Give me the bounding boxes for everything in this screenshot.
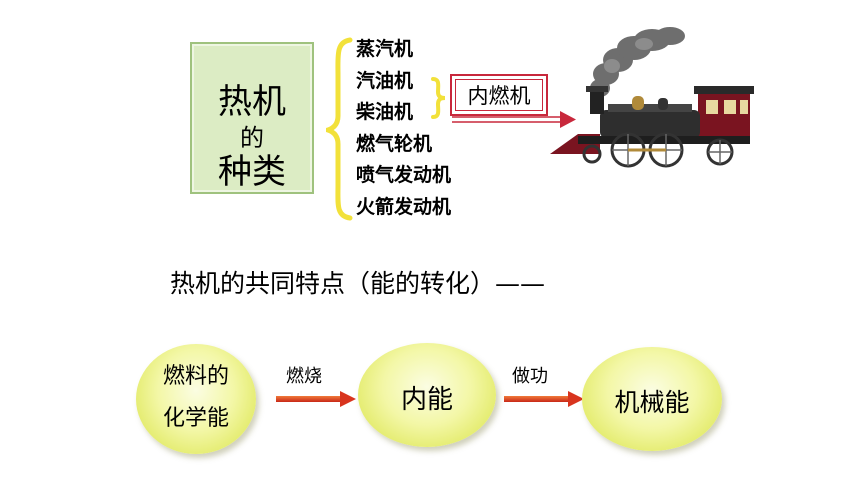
engine-type-item: 柴油机: [356, 101, 414, 123]
left-brace-icon: [326, 37, 353, 221]
title-line-2: 的: [240, 124, 264, 152]
chemical-energy-label-1: 燃料的: [162, 364, 229, 389]
internal-energy-node: 内能: [358, 343, 496, 447]
mechanical-energy-node: 机械能: [582, 347, 722, 451]
engine-types-list: 蒸汽机 汽油机 柴油机 燃气轮机 喷气发动机 火箭发动机: [356, 34, 451, 223]
title-line-3: 种类: [218, 152, 286, 192]
flow-arrow-icon: [276, 391, 356, 407]
engine-type-item: 火箭发动机: [356, 195, 452, 218]
title-line-1: 热机: [218, 82, 286, 122]
internal-combustion-box: 内燃机: [450, 74, 548, 116]
chemical-energy-label-2: 化学能: [162, 406, 229, 431]
heat-engine-types-box: 热机 的 种类: [190, 42, 314, 194]
engine-type-item: 喷气发动机: [356, 164, 452, 186]
engine-type-item: 燃气轮机: [356, 132, 433, 155]
chemical-energy-node: 燃料的 化学能: [136, 344, 256, 454]
right-brace-icon: [431, 77, 446, 119]
combustion-label: 燃烧: [286, 366, 322, 387]
mechanical-energy-label: 机械能: [614, 388, 690, 417]
double-arrow-icon: [452, 111, 576, 128]
engine-type-item: 蒸汽机: [356, 38, 414, 60]
engine-type-item: 汽油机: [356, 69, 414, 92]
common-feature-text: 热机的共同特点（能的转化）——: [170, 269, 546, 298]
flow-arrow-icon: [504, 391, 584, 407]
steam-locomotive-icon: [550, 27, 754, 168]
internal-energy-label: 内能: [400, 385, 453, 415]
work-label: 做功: [512, 366, 548, 387]
internal-combustion-label: 内燃机: [455, 79, 543, 111]
